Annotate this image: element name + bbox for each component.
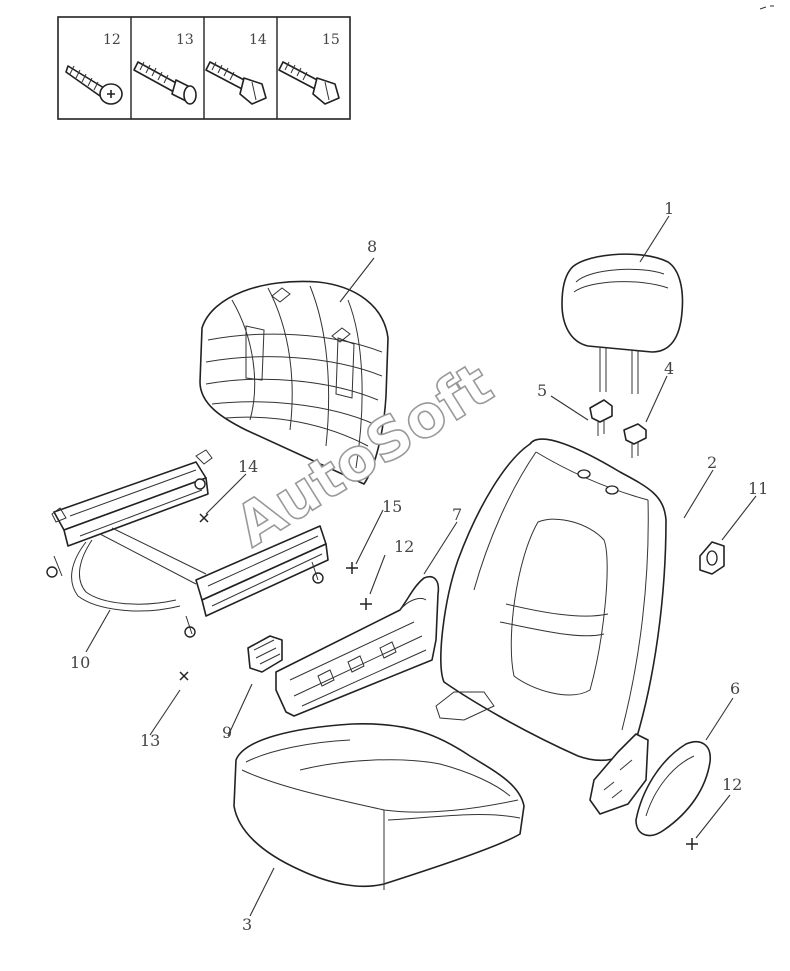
recliner-cover xyxy=(635,740,711,837)
callout-8: 8 xyxy=(367,237,377,256)
seat-back-cushion xyxy=(435,438,667,815)
fastener-panel: 12 13 14 15 xyxy=(57,16,351,120)
callout-9: 9 xyxy=(222,723,232,742)
callout-3: 3 xyxy=(242,915,252,934)
callout-14: 14 xyxy=(238,457,258,476)
panel-label-12: 12 xyxy=(103,32,121,48)
seat-back-frame xyxy=(199,280,389,485)
callout-labels: 1 2 3 4 5 6 7 8 9 10 11 12 12 13 14 15 xyxy=(70,199,768,934)
headrest-guide-lock xyxy=(589,399,613,436)
flange-bolt-icon xyxy=(133,61,197,105)
callout-4: 4 xyxy=(664,359,674,378)
callout-2: 2 xyxy=(707,453,717,472)
panel-label-15: 15 xyxy=(322,32,340,48)
callout-5: 5 xyxy=(537,381,547,400)
callout-6: 6 xyxy=(730,679,740,698)
seat-cushion xyxy=(233,723,525,890)
belt-guide xyxy=(699,541,725,575)
callout-7: 7 xyxy=(452,505,462,524)
panel-label-13: 13 xyxy=(176,32,194,48)
leader-lines xyxy=(85,215,757,917)
flat-head-screw-icon xyxy=(65,65,123,105)
callout-12b: 12 xyxy=(722,775,742,794)
adjuster-knob xyxy=(247,635,283,673)
callout-13: 13 xyxy=(140,731,160,750)
seat-track-frame xyxy=(46,449,329,638)
headrest xyxy=(561,253,684,394)
callout-15: 15 xyxy=(382,497,402,516)
panel-label-14: 14 xyxy=(249,32,267,48)
fastener-markers xyxy=(179,513,698,850)
hex-bolt-icon xyxy=(205,61,267,105)
callout-12a: 12 xyxy=(394,537,414,556)
callout-1: 1 xyxy=(664,199,674,218)
callout-11: 11 xyxy=(748,479,768,498)
hex-bolt-icon xyxy=(278,61,340,105)
callout-10: 10 xyxy=(70,653,90,672)
side-trim-panel xyxy=(275,576,440,717)
headrest-guide xyxy=(623,423,647,458)
